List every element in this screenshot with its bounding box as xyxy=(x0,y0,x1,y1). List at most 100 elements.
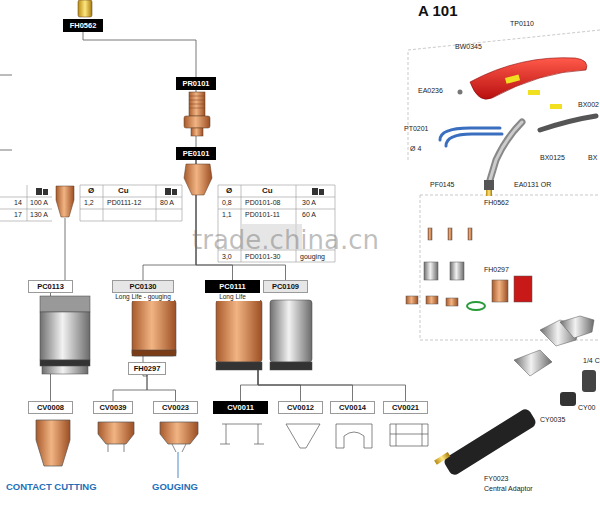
consumable-parts xyxy=(406,228,594,376)
group-caption: GOUGING xyxy=(152,481,198,492)
connector-line xyxy=(83,32,196,77)
part-number: CV0012 xyxy=(278,401,323,414)
shield-cup xyxy=(216,300,262,362)
tip-drawing xyxy=(390,424,428,446)
torch-handle xyxy=(528,90,540,95)
table-icon xyxy=(43,189,48,195)
torch-handle xyxy=(458,90,463,95)
consumable-parts xyxy=(424,262,438,280)
part-box: CV0021 xyxy=(383,401,428,414)
cable xyxy=(486,190,492,196)
cable xyxy=(490,122,522,180)
cable xyxy=(440,128,502,146)
torch-handle xyxy=(470,58,587,100)
callout-label: 1,1 xyxy=(222,211,232,219)
callout-label: CY0035 xyxy=(540,416,565,424)
callout-label: EA0236 xyxy=(418,87,443,95)
part-box: CV0012 xyxy=(278,401,323,414)
callout-label: 100 A xyxy=(30,199,48,207)
central-adaptor xyxy=(434,370,596,477)
exploded-view-outline xyxy=(408,30,600,340)
table-icon xyxy=(312,188,318,195)
part-number: PC0109 xyxy=(263,280,308,293)
part-drawing xyxy=(184,116,210,128)
callout-label: FH0297 xyxy=(484,266,509,274)
part-box: PR0101 xyxy=(176,77,216,90)
part-box: PE0101 xyxy=(176,147,216,160)
callout-label: BX0125 xyxy=(540,154,565,162)
cable xyxy=(490,122,522,180)
part-box: CV0014 xyxy=(330,401,375,414)
torch-handle xyxy=(458,58,587,109)
part-drawing xyxy=(78,0,92,17)
callout-label: Ø xyxy=(226,187,232,195)
central-adaptor xyxy=(582,370,596,392)
part-number: CV0023 xyxy=(153,401,198,414)
consumable-parts xyxy=(448,228,452,240)
consumable-parts xyxy=(560,316,594,338)
callout-label: Cu xyxy=(118,187,129,195)
callout-label: CY00 xyxy=(578,404,596,412)
table-icon xyxy=(319,189,324,195)
part-drawing xyxy=(184,164,212,195)
callout-label: PD0101-08 xyxy=(245,199,280,207)
central-adaptor xyxy=(560,392,576,406)
exploded-view-outline xyxy=(408,30,600,340)
shield-cup xyxy=(216,362,262,370)
callout-label: 80 A xyxy=(160,199,174,207)
central-adaptor xyxy=(442,407,537,477)
torch-handle xyxy=(550,104,562,109)
part-number: CV0021 xyxy=(383,401,428,414)
consumable-parts xyxy=(426,296,438,304)
consumable-parts xyxy=(406,296,418,304)
callout-label: FH0562 xyxy=(484,199,509,207)
shield-cup xyxy=(40,296,90,312)
part-drawing xyxy=(189,92,205,116)
callout-label: TP0110 xyxy=(510,20,534,28)
tip-drawing xyxy=(336,424,372,448)
shield-cup xyxy=(132,300,176,356)
part-box: PC0113 xyxy=(28,280,73,293)
part-box: PC0109 xyxy=(263,280,308,293)
callout-label: 1,2 xyxy=(84,199,94,207)
connector-line xyxy=(113,375,147,401)
consumable-parts xyxy=(514,350,552,376)
group-caption: CONTACT CUTTING xyxy=(6,481,97,492)
part-number: PC0111 xyxy=(205,280,260,293)
callout-label: 130 A xyxy=(30,211,48,219)
part-number: PC0130 xyxy=(112,280,174,293)
tip-drawing xyxy=(98,422,134,452)
part-number: FH0562 xyxy=(63,19,103,32)
tree-connector xyxy=(113,375,147,401)
callout-label: PD0101-11 xyxy=(245,211,280,219)
part-drawing xyxy=(56,0,212,217)
connector-line xyxy=(258,301,406,401)
part-drawing xyxy=(189,96,205,108)
callout-label: A 101 xyxy=(418,2,457,19)
leader-line xyxy=(178,452,179,478)
consumable-parts xyxy=(514,276,532,302)
part-note: Long Life - gouging xyxy=(112,293,174,301)
part-box: CV0039 xyxy=(93,401,133,414)
callout-label: 0,8 xyxy=(222,199,232,207)
part-number: FH0297 xyxy=(128,362,166,375)
tip-drawing xyxy=(220,424,264,444)
callout-label: BX xyxy=(588,154,597,162)
callout-label: PF0145 xyxy=(430,181,455,189)
part-drawing xyxy=(191,128,203,136)
watermark: trade.china.cn xyxy=(192,225,379,255)
table-icon xyxy=(36,188,324,195)
part-box: CV0008 xyxy=(28,401,73,414)
shield-cup xyxy=(42,366,88,374)
consumable-parts xyxy=(468,228,472,240)
callout-label: PD0111-12 xyxy=(107,199,141,207)
part-number: CV0014 xyxy=(330,401,375,414)
tip-drawing xyxy=(36,420,70,466)
shield-cup xyxy=(40,360,90,366)
shield-cup xyxy=(270,300,312,362)
part-number: PE0101 xyxy=(176,147,216,160)
callout-label: Ø xyxy=(88,187,94,195)
consumable-parts xyxy=(428,228,432,240)
tree-connector xyxy=(147,375,176,401)
